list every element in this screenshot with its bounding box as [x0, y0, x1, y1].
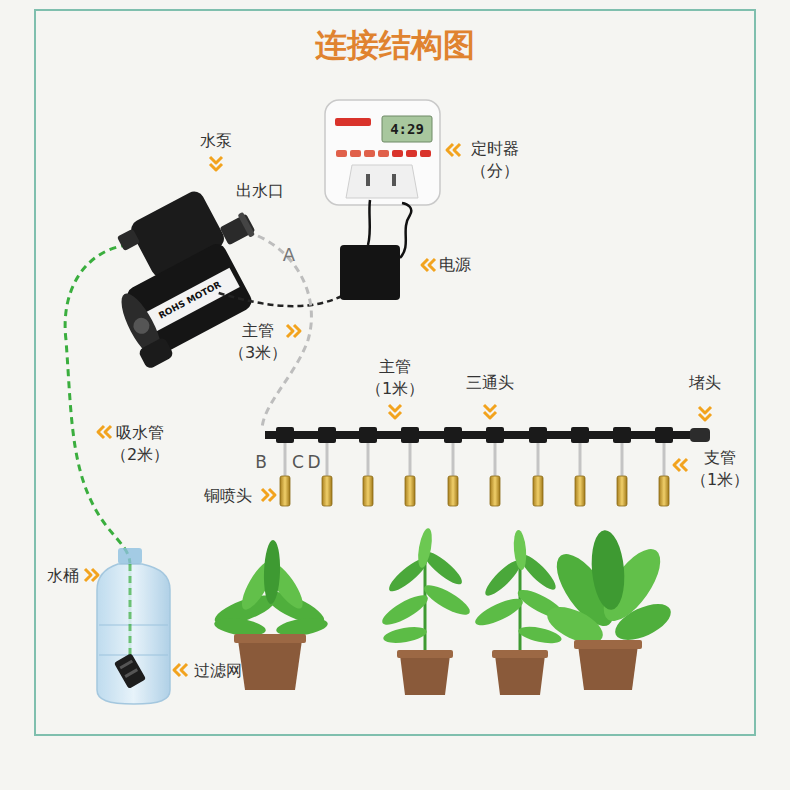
water-bucket	[97, 548, 170, 704]
power-line	[215, 292, 342, 306]
port-letter: A	[283, 243, 295, 267]
part-label: 主管 （1米）	[366, 356, 424, 399]
potted-plants	[212, 527, 677, 695]
part-label: 堵头	[689, 372, 721, 394]
manifold	[265, 427, 710, 506]
part-label: 过滤网	[194, 660, 242, 682]
frame	[35, 10, 755, 735]
part-label: 出水口	[236, 180, 284, 202]
timer	[325, 100, 440, 258]
lcd-reading: 4:29	[390, 120, 424, 139]
port-letter: D	[307, 451, 320, 474]
part-label: 定时器 （分）	[471, 138, 519, 181]
port-letter: C	[292, 451, 304, 474]
part-label: 铜喷头	[204, 485, 252, 507]
water-pump	[84, 174, 290, 370]
diagram-title: 连接结构图	[0, 24, 790, 68]
power-adapter	[340, 245, 400, 300]
callout-chevrons	[85, 144, 711, 676]
part-label: 水泵	[200, 130, 232, 152]
part-label: 三通头	[466, 372, 514, 394]
part-label: 电源	[439, 254, 471, 276]
part-label: 水桶	[47, 565, 79, 587]
part-label: 支管 （1米）	[691, 447, 749, 490]
part-label: 主管 （3米）	[229, 320, 287, 363]
port-letter: B	[255, 451, 267, 474]
part-label: 吸水管 （2米）	[111, 422, 169, 465]
